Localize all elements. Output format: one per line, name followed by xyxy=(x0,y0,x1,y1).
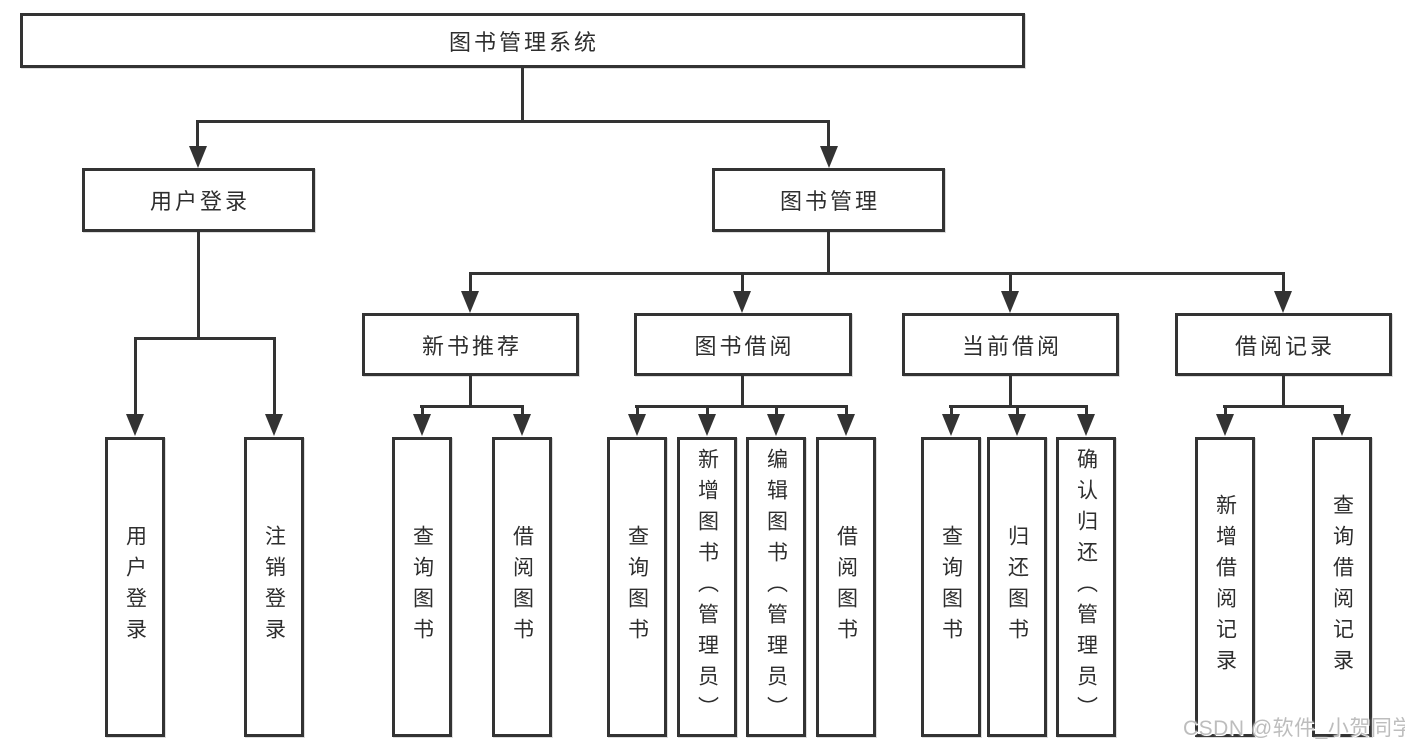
arrowhead-leaf-8 xyxy=(837,414,855,436)
connector-drop-records xyxy=(1282,272,1285,292)
connector-drop-book-mgmt xyxy=(827,120,830,148)
node-newbook-borrow-books: 借阅图书 xyxy=(492,437,552,737)
connector-drop-leaf-13 xyxy=(1341,405,1344,416)
node-current-confirm-return-admin: 确认归还（管理员） xyxy=(1056,437,1116,737)
node-book-borrowing: 图书借阅 xyxy=(634,313,852,376)
node-label: 新增图书（管理员） xyxy=(695,447,719,727)
connector-drop-newbook xyxy=(469,272,472,292)
node-login-logout: 注销登录 xyxy=(244,437,304,737)
node-label: 新增借阅记录 xyxy=(1213,494,1237,680)
node-label: 查询图书 xyxy=(939,525,963,649)
arrowhead-user-login xyxy=(189,146,207,168)
arrowhead-current xyxy=(1001,291,1019,313)
connector-drop-leaf-11 xyxy=(1085,405,1088,416)
connector-drop-leaf-6 xyxy=(706,405,709,416)
node-label: 查询图书 xyxy=(625,525,649,649)
connector-drop-leaf-9 xyxy=(950,405,953,416)
node-label: 编辑图书（管理员） xyxy=(764,447,788,727)
node-borrow-borrow-books: 借阅图书 xyxy=(816,437,876,737)
connector-newbook-bar xyxy=(420,405,524,408)
connector-drop-leaf-4 xyxy=(521,405,524,416)
node-label: 查询借阅记录 xyxy=(1330,494,1354,680)
node-label: 借阅图书 xyxy=(834,525,858,649)
node-label: 注销登录 xyxy=(262,525,286,649)
arrowhead-book-mgmt xyxy=(820,146,838,168)
connector-drop-leaf-3 xyxy=(421,405,424,416)
node-label: 确认归还（管理员） xyxy=(1074,447,1098,727)
connector-current-stem xyxy=(1009,376,1012,408)
connector-drop-current xyxy=(1009,272,1012,292)
connector-book-mgmt-stem xyxy=(827,232,830,272)
node-login-user-login: 用户登录 xyxy=(105,437,165,737)
node-newbook-query-books: 查询图书 xyxy=(392,437,452,737)
node-label: 借阅记录 xyxy=(1234,333,1335,359)
watermark: CSDN @软件_小贺同学 xyxy=(1183,717,1405,740)
node-library-management-system: 图书管理系统 xyxy=(20,13,1025,68)
connector-borrowing-bar xyxy=(635,405,847,408)
arrowhead-leaf-11 xyxy=(1077,414,1095,436)
connector-drop-leaf-1 xyxy=(134,337,137,414)
arrowhead-leaf-2 xyxy=(265,414,283,436)
arrowhead-leaf-3 xyxy=(413,414,431,436)
arrowhead-leaf-13 xyxy=(1333,414,1351,436)
node-current-return-books: 归还图书 xyxy=(987,437,1047,737)
node-book-management: 图书管理 xyxy=(712,168,945,232)
arrowhead-newbook xyxy=(461,291,479,313)
connector-drop-user-login xyxy=(196,120,199,148)
arrowhead-leaf-12 xyxy=(1216,414,1234,436)
connector-records-bar xyxy=(1223,405,1344,408)
connector-root-stem xyxy=(521,68,524,120)
node-new-book-recommend: 新书推荐 xyxy=(362,313,579,376)
node-label: 图书管理 xyxy=(779,189,880,214)
connector-drop-leaf-12 xyxy=(1224,405,1227,416)
node-label: 图书借阅 xyxy=(694,333,795,359)
node-label: 用户登录 xyxy=(123,525,147,649)
arrowhead-leaf-9 xyxy=(942,414,960,436)
node-label: 借阅图书 xyxy=(510,525,534,649)
node-label: 查询图书 xyxy=(410,525,434,649)
arrowhead-leaf-10 xyxy=(1008,414,1026,436)
node-label: 归还图书 xyxy=(1005,525,1029,649)
node-label: 新书推荐 xyxy=(421,333,522,359)
connector-drop-leaf-10 xyxy=(1016,405,1019,416)
arrowhead-leaf-1 xyxy=(126,414,144,436)
node-records-add-borrow-record: 新增借阅记录 xyxy=(1195,437,1255,737)
connector-drop-leaf-7 xyxy=(775,405,778,416)
arrowhead-leaf-5 xyxy=(628,414,646,436)
node-borrow-add-books-admin: 新增图书（管理员） xyxy=(677,437,737,737)
connector-user-login-bar xyxy=(134,337,276,340)
node-label: 图书管理系统 xyxy=(448,29,599,55)
arrowhead-leaf-7 xyxy=(767,414,785,436)
connector-newbook-stem xyxy=(469,376,472,408)
connector-level1-bar xyxy=(196,120,830,123)
connector-user-login-stem xyxy=(197,232,200,337)
connector-records-stem xyxy=(1282,376,1285,408)
node-borrow-query-books: 查询图书 xyxy=(607,437,667,737)
connector-level3-bar xyxy=(469,272,1285,275)
arrowhead-leaf-4 xyxy=(513,414,531,436)
node-records-query-borrow-record: 查询借阅记录 xyxy=(1312,437,1372,737)
arrowhead-records xyxy=(1274,291,1292,313)
node-borrow-edit-books-admin: 编辑图书（管理员） xyxy=(746,437,806,737)
connector-drop-leaf-8 xyxy=(845,405,848,416)
node-current-borrowing: 当前借阅 xyxy=(902,313,1119,376)
node-current-query-books: 查询图书 xyxy=(921,437,981,737)
node-label: 当前借阅 xyxy=(961,333,1062,359)
arrowhead-leaf-6 xyxy=(698,414,716,436)
connector-drop-borrowing xyxy=(741,272,744,292)
node-user-login: 用户登录 xyxy=(82,168,315,232)
connector-drop-leaf-2 xyxy=(273,337,276,414)
arrowhead-borrowing xyxy=(733,291,751,313)
node-label: 用户登录 xyxy=(149,189,250,214)
connector-borrowing-stem xyxy=(741,376,744,408)
connector-drop-leaf-5 xyxy=(636,405,639,416)
node-borrowing-records: 借阅记录 xyxy=(1175,313,1392,376)
